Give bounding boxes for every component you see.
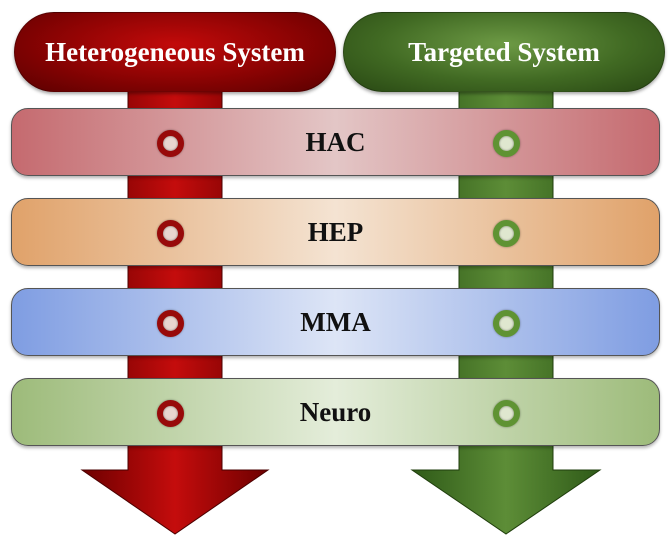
heterogeneous-ring-icon — [157, 400, 184, 427]
band-mma: MMA — [11, 288, 660, 356]
band-label: HAC — [305, 126, 366, 157]
band-hac: HAC — [11, 108, 660, 176]
targeted-system-label: Targeted System — [408, 36, 600, 67]
band-label: HEP — [307, 216, 364, 247]
band-label: MMA — [300, 306, 371, 337]
targeted-ring-icon — [493, 220, 520, 247]
heterogeneous-system-label: Heterogeneous System — [45, 36, 305, 67]
targeted-ring-icon — [493, 400, 520, 427]
heterogeneous-ring-icon — [157, 130, 184, 157]
targeted-ring-icon — [493, 310, 520, 337]
band-neuro: Neuro — [11, 378, 660, 446]
targeted-system-header: Targeted System — [343, 12, 665, 92]
targeted-ring-icon — [493, 130, 520, 157]
heterogeneous-system-header: Heterogeneous System — [14, 12, 336, 92]
heterogeneous-ring-icon — [157, 310, 184, 337]
band-hep: HEP — [11, 198, 660, 266]
band-label: Neuro — [299, 396, 372, 427]
heterogeneous-ring-icon — [157, 220, 184, 247]
